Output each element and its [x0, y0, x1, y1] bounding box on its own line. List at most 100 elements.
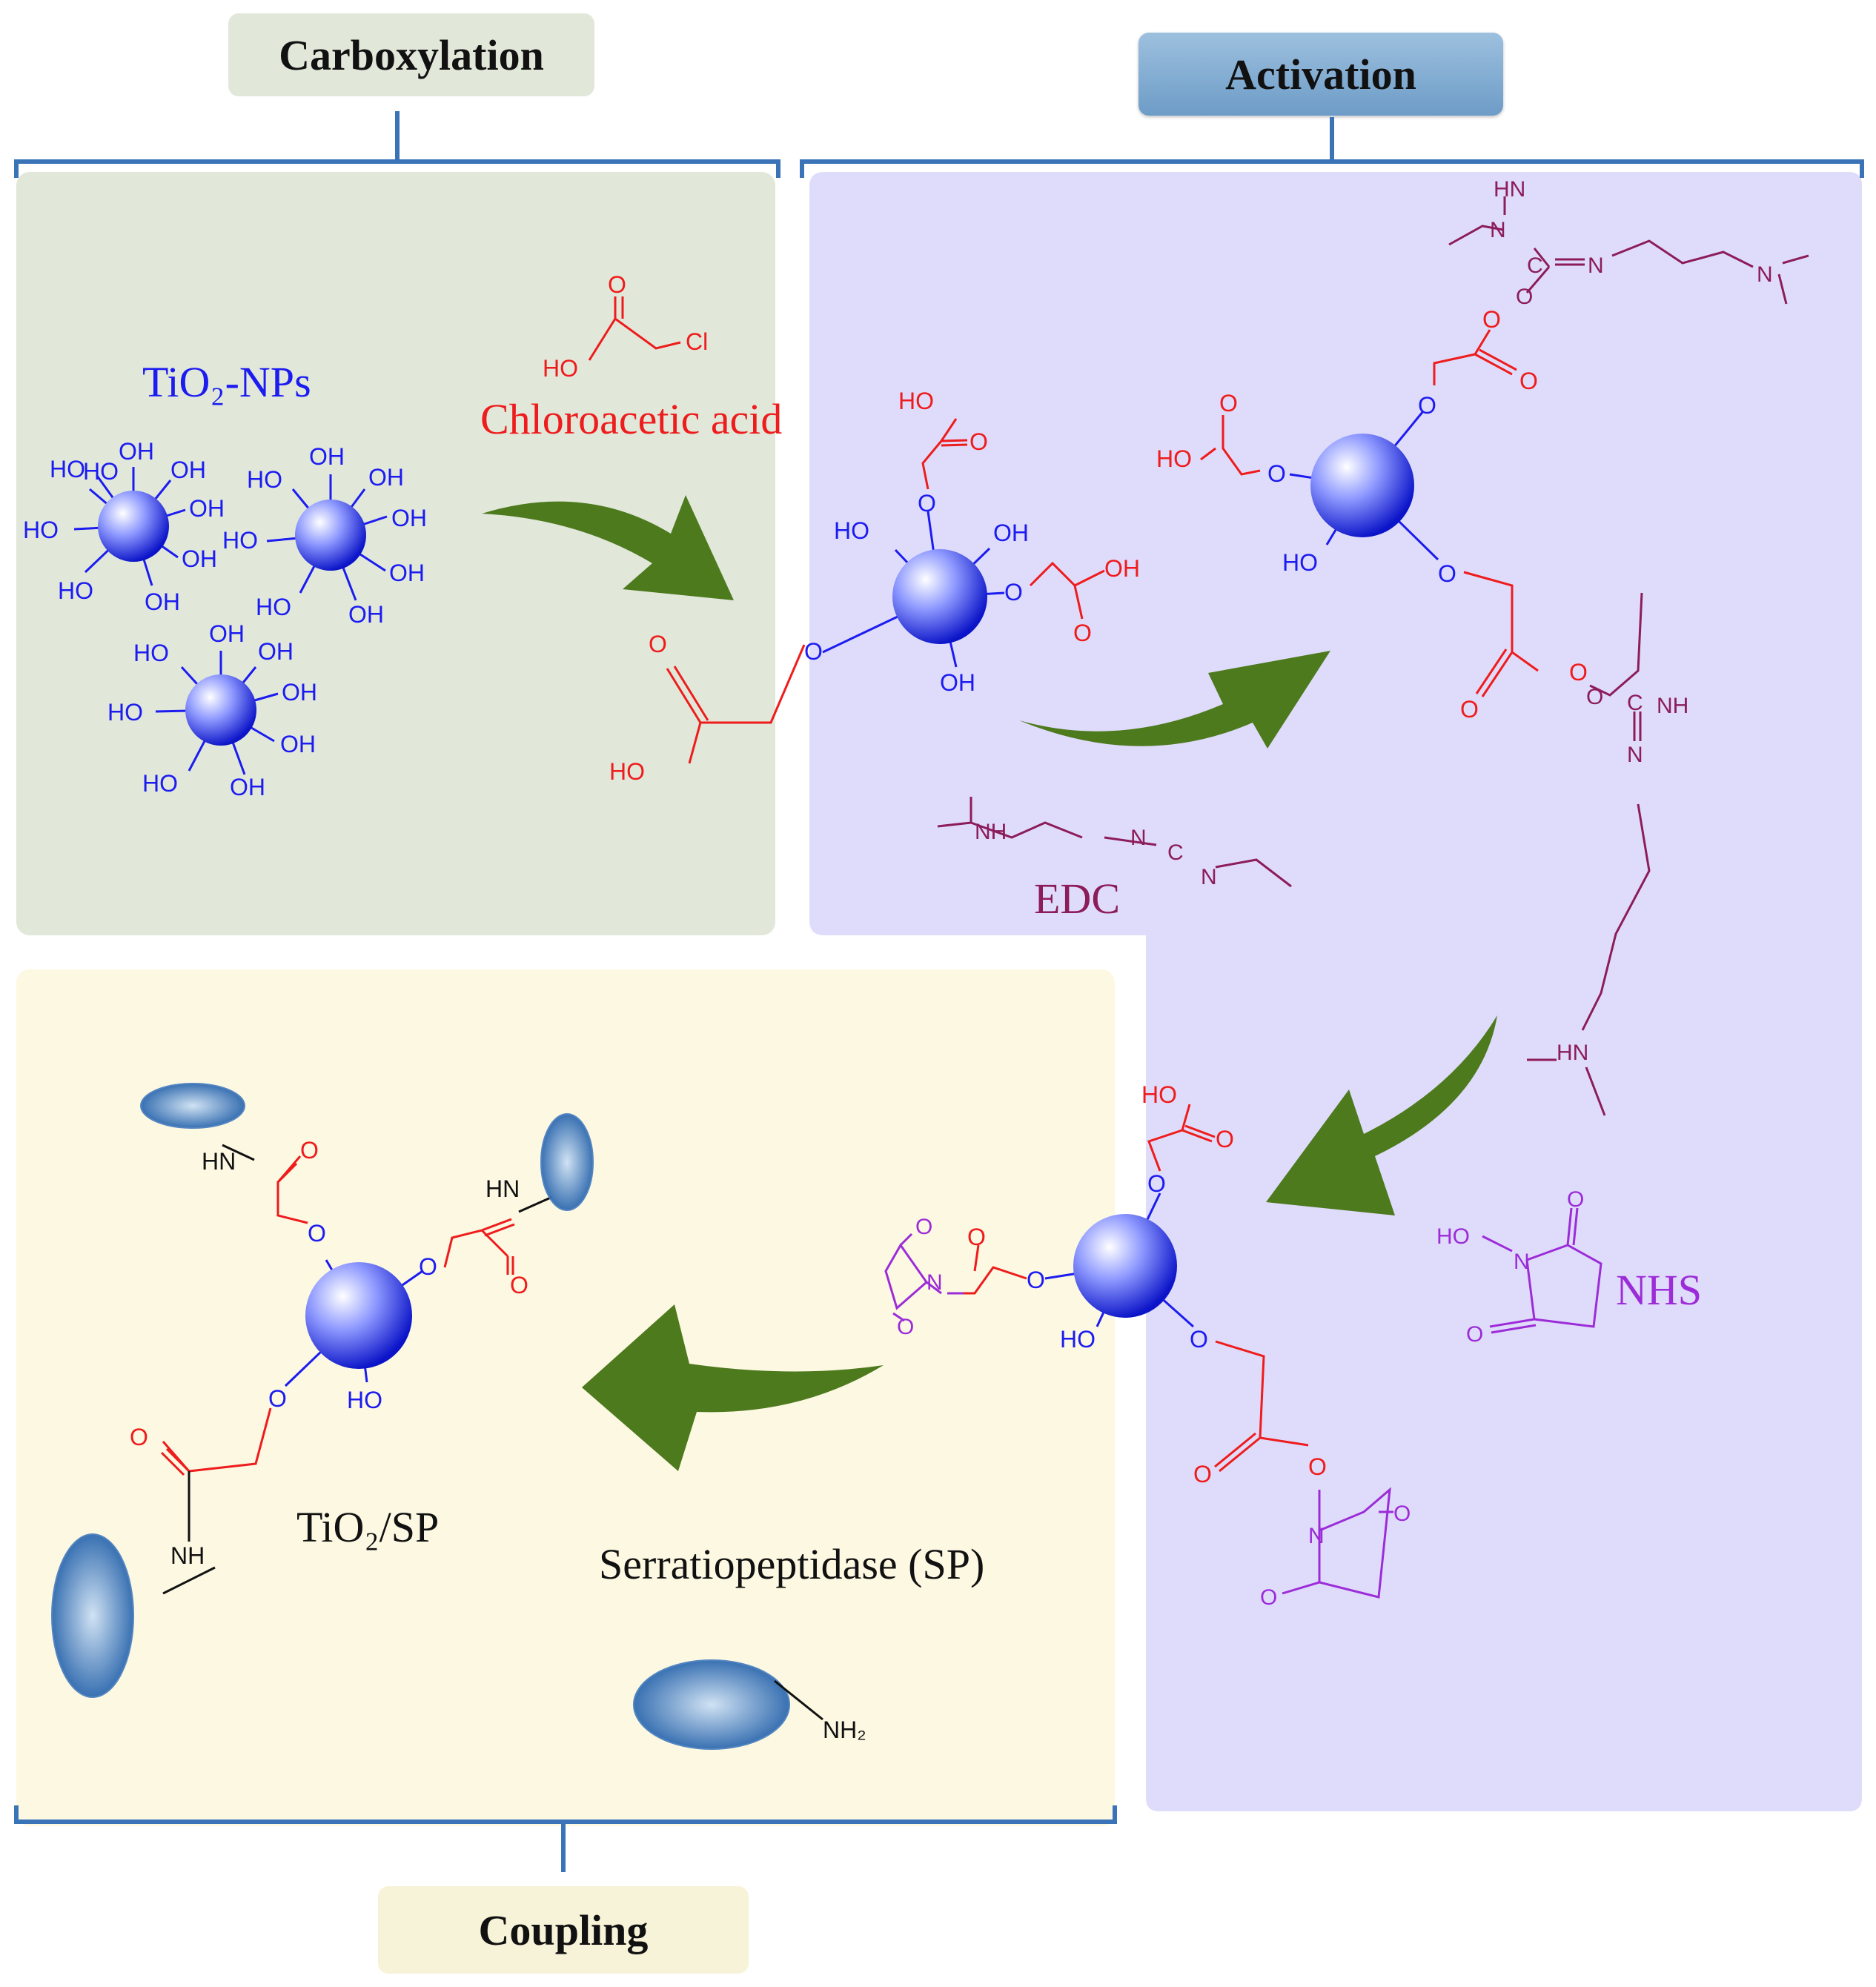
edc-label: EDC — [1034, 875, 1120, 923]
protein-sp-amine: NH₂ — [774, 1679, 866, 1743]
oh-label: OH — [282, 679, 317, 706]
ho-label: HO — [1060, 1326, 1096, 1353]
tio2-nps-label: TiO₂-NPs — [142, 358, 311, 406]
oh-label: OH — [1104, 555, 1140, 582]
o-label: O — [1004, 579, 1023, 606]
ho-label: HO — [543, 355, 578, 382]
ho-label: HO — [1436, 1224, 1470, 1249]
ho-label: HO — [50, 456, 85, 482]
ho-label: HO — [347, 1387, 382, 1413]
nh-label: NH — [170, 1542, 205, 1569]
cl-label: Cl — [686, 328, 708, 355]
ho-label: HO — [1141, 1081, 1177, 1108]
o-label: O — [308, 1220, 326, 1247]
n-label: N — [1588, 253, 1604, 278]
n-label: N — [1308, 1524, 1325, 1548]
ho-label: HO — [1156, 445, 1192, 472]
tio2-sp-label: TiO₂/SP — [296, 1503, 439, 1551]
o-label: O — [1516, 285, 1533, 309]
o-label: O — [1438, 560, 1456, 587]
o-label: O — [1219, 390, 1238, 417]
ho-label: HO — [834, 517, 869, 544]
ho-label: HO — [142, 770, 178, 797]
o-label: O — [1267, 460, 1286, 487]
carboxylation-title: Carboxylation — [228, 13, 594, 96]
oh-label: OH — [391, 505, 427, 531]
oh-label: OH — [189, 495, 225, 522]
hn-label: HN — [1557, 1041, 1588, 1065]
c-label: C — [1627, 691, 1643, 715]
n-label: N — [1201, 865, 1217, 889]
n-label: N — [1757, 262, 1773, 287]
n-label: N — [1130, 826, 1147, 850]
serratiopeptidase-label: Serratiopeptidase (SP) — [599, 1540, 984, 1588]
oh-label: OH — [309, 443, 345, 470]
o-label: O — [1393, 1502, 1411, 1526]
arrow-carboxylation — [482, 495, 734, 600]
ho-label: HO — [247, 466, 282, 493]
o-label: O — [1308, 1453, 1327, 1480]
ho-label: HO — [609, 758, 645, 785]
o-label: O — [1482, 306, 1501, 333]
o-label: O — [510, 1272, 528, 1298]
o-label: O — [1216, 1126, 1234, 1152]
o-label: O — [1190, 1326, 1208, 1353]
arrow-activation — [1019, 651, 1330, 749]
o-label: O — [804, 638, 823, 665]
n-label: N — [927, 1270, 943, 1295]
oh-label: OH — [145, 588, 180, 615]
ho-label: HO — [898, 388, 934, 414]
ho-label: HO — [256, 594, 291, 620]
oh-label: OH — [389, 560, 425, 586]
o-label: O — [897, 1315, 914, 1339]
ho-label: HO — [1282, 549, 1318, 576]
oh-label: OH — [993, 520, 1029, 546]
oh-label: OH — [940, 669, 975, 696]
hn-label: HN — [202, 1148, 236, 1175]
o-label: O — [1460, 696, 1479, 723]
o-label: O — [918, 490, 936, 517]
ho-label: HO — [23, 517, 59, 543]
oh-label: OH — [209, 620, 245, 647]
oh-label: OH — [348, 601, 384, 628]
activation-bracket — [800, 117, 1864, 178]
o-label: O — [1147, 1170, 1166, 1197]
nh2-label: NH₂ — [823, 1716, 866, 1743]
o-label: O — [1073, 620, 1092, 646]
o-label: O — [268, 1385, 287, 1412]
ho-label: HO — [58, 577, 93, 604]
nh-label: NH — [1657, 694, 1688, 718]
o-label: O — [1586, 685, 1603, 709]
o-label: O — [970, 428, 988, 455]
activation-title: Activation — [1138, 33, 1503, 116]
o-label: O — [915, 1215, 932, 1239]
hn-label: HN — [485, 1175, 520, 1202]
o-label: O — [1466, 1322, 1483, 1347]
ho-label: HO — [83, 458, 119, 485]
arrow-nhs — [1266, 1015, 1497, 1215]
oh-label: OH — [258, 638, 294, 665]
oh-label: OH — [230, 774, 265, 800]
o-label: O — [1193, 1461, 1212, 1487]
oh-label: OH — [119, 438, 154, 465]
o-label: O — [130, 1424, 148, 1450]
c-label: C — [1527, 253, 1543, 278]
c-label: C — [1167, 840, 1184, 865]
o-label: O — [419, 1253, 437, 1280]
oh-label: OH — [368, 464, 404, 491]
ho-label: HO — [107, 699, 143, 726]
o-label: O — [649, 631, 667, 657]
coupling-panel — [16, 969, 1115, 1826]
hn-label: HN — [1494, 177, 1525, 202]
n-label: N — [1490, 218, 1506, 242]
